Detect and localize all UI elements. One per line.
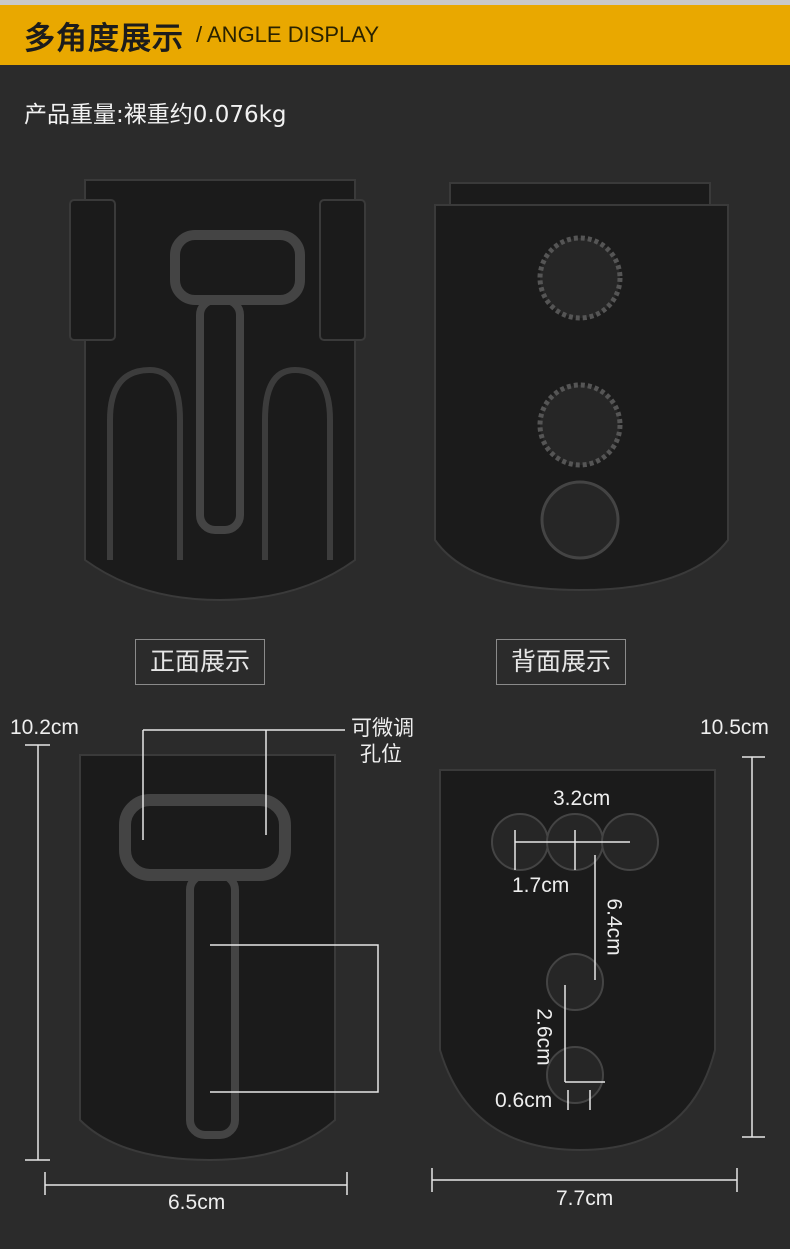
vertical-span-label: 6.4cm [602,898,626,956]
hole-span-label: 3.2cm [553,787,611,810]
banner-title-en: / ANGLE DISPLAY [196,22,380,47]
front-dimension-plate [79,754,336,1162]
adjustable-holes-label-2: 孔位 [360,743,402,766]
front-width-label: 6.5cm [168,1191,226,1214]
banner-title-cn: 多角度展示 [24,20,184,57]
front-plate-image [69,179,366,602]
back-dimension-plate [439,769,716,1152]
back-width-label: 7.7cm [556,1187,614,1210]
front-view-label: 正面展示 [135,639,266,685]
back-view-label: 背面展示 [496,639,627,685]
top-strip [0,0,790,5]
product-weight: 产品重量:裸重约0.076kg [24,102,287,128]
back-height-label: 10.5cm [700,716,769,739]
front-height-label: 10.2cm [10,716,79,739]
lower-span-label: 2.6cm [532,1008,556,1066]
bottom-offset-label: 0.6cm [495,1089,553,1112]
dimension-lines [25,729,765,1195]
hole-gap-label: 1.7cm [512,874,570,897]
adjustable-holes-label-1: 可微调 [351,717,414,740]
back-plate-image [434,182,729,592]
section-banner: 多角度展示 / ANGLE DISPLAY [0,5,790,65]
